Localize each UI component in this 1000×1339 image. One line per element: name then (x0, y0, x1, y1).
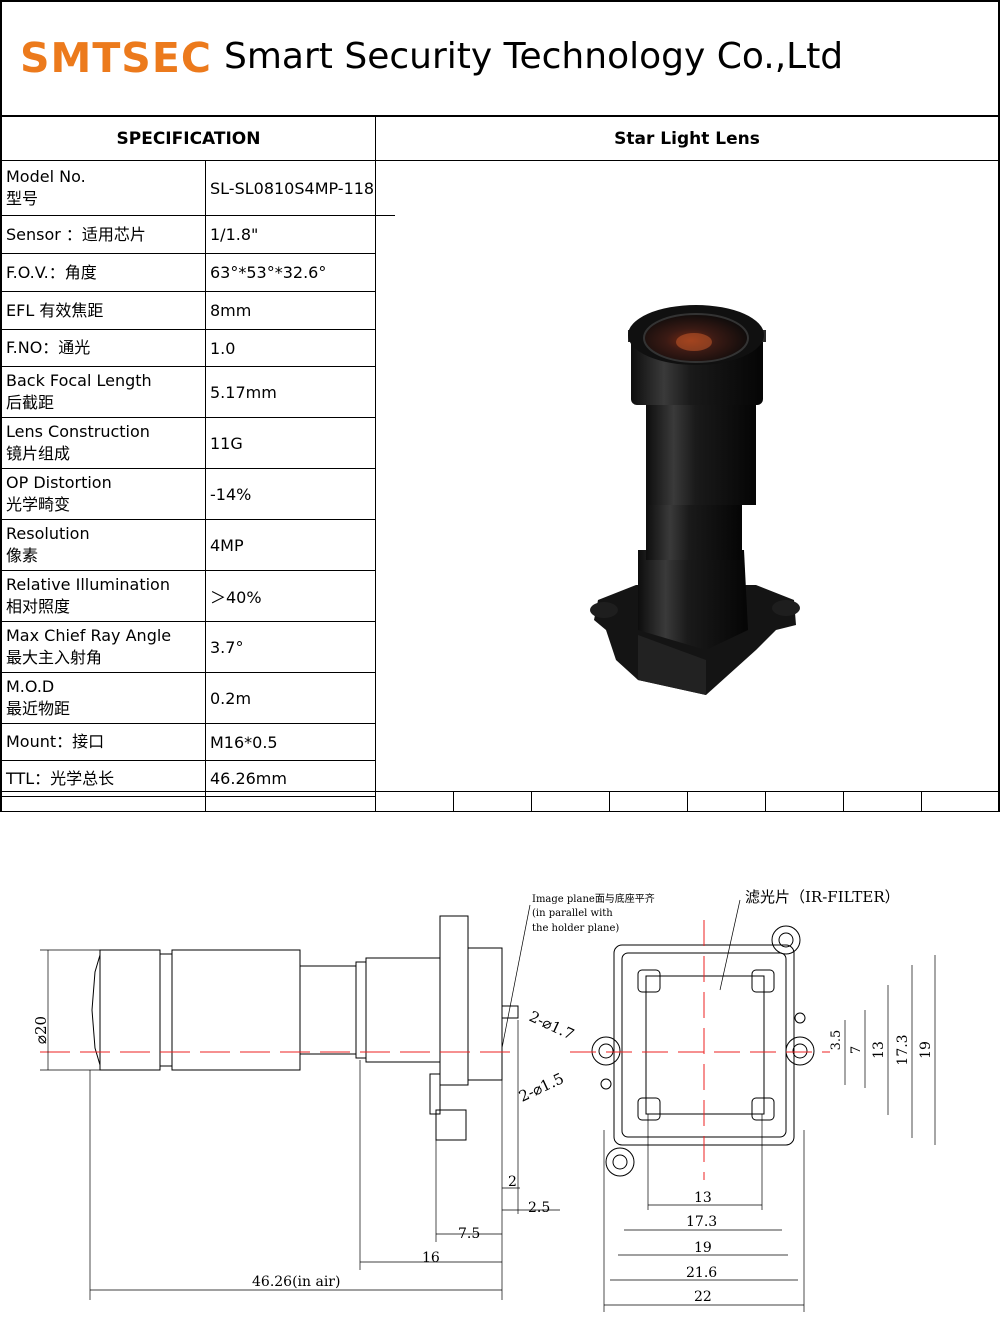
footer-cell (921, 791, 1000, 812)
note-holder-plane: the holder plane) (532, 923, 619, 934)
technical-drawing: Image plane面与底座平齐 (in parallel with the … (32, 888, 936, 1312)
front-view (501, 899, 936, 1312)
spec-label: F.NO：通光 (0, 329, 206, 367)
spec-value: ＞40% (205, 570, 376, 622)
spec-label: Mount：接口 (0, 723, 206, 761)
spec-value: 4MP (205, 519, 376, 571)
spec-value: 11G (205, 417, 376, 469)
spec-label: Model No. 型号 (0, 160, 206, 216)
dim-w-17-3: 17.3 (686, 1214, 717, 1230)
spec-label: Lens Construction 镜片组成 (0, 417, 206, 469)
dim-h-7: 7 (849, 1046, 864, 1054)
spec-label-cn: 后截距 (6, 393, 55, 412)
dim-diameter: ⌀20 (32, 1016, 50, 1044)
spec-label: EFL 有效焦距 (0, 291, 206, 330)
spec-label-cn: 最近物距 (6, 699, 71, 718)
dim-h-17-3: 17.3 (895, 1034, 911, 1065)
lens-photo (590, 305, 800, 695)
spec-label-cn: 像素 (6, 546, 39, 565)
footer-cell (531, 791, 610, 812)
spec-label: Resolution 像素 (0, 519, 206, 571)
dim-7-5: 7.5 (458, 1226, 480, 1242)
spec-label-cn: 最大主入射角 (6, 648, 103, 667)
spec-label-cn: 型号 (6, 189, 39, 208)
dim-hole-1-7: 2-⌀1.7 (526, 1007, 577, 1043)
spec-label-en: Relative Illumination (6, 575, 170, 594)
spec-label-en: Mount：接口 (6, 732, 105, 751)
spec-value: M16*0.5 (205, 723, 376, 761)
spec-label-en: Model No. (6, 167, 86, 186)
spec-label: Relative Illumination 相对照度 (0, 570, 206, 622)
dim-w-19: 19 (694, 1240, 712, 1256)
dim-h-13: 13 (871, 1041, 887, 1059)
spec-value: 1.0 (205, 329, 376, 367)
dim-2-5: 2.5 (528, 1200, 550, 1216)
spec-value: SL-SL0810S4MP-118 (205, 160, 395, 216)
footer-cell (0, 791, 206, 812)
spec-label-cn: 镜片组成 (6, 444, 71, 463)
note-parallel: (in parallel with (532, 908, 613, 919)
company-name: Smart Security Technology Co.,Ltd (224, 36, 844, 77)
spec-label-en: M.O.D (6, 677, 55, 696)
spec-label-en: Sensor ：适用芯片 (6, 224, 146, 244)
footer-cell (453, 791, 532, 812)
spec-value: 8mm (205, 291, 376, 330)
product-heading: Star Light Lens (375, 116, 1000, 161)
spec-label-en: F.O.V.：角度 (6, 262, 97, 282)
spec-value: 0.2m (205, 672, 376, 724)
dim-w-21-6: 21.6 (686, 1265, 717, 1281)
dim-h-3-5: 3.5 (829, 1030, 844, 1051)
spec-label: F.O.V.：角度 (0, 253, 206, 292)
spec-label: Back Focal Length 后截距 (0, 366, 206, 418)
spec-label: Max Chief Ray Angle 最大主入射角 (0, 621, 206, 673)
dim-w-13: 13 (694, 1190, 712, 1206)
footer-cell (609, 791, 688, 812)
spec-value: 3.7° (205, 621, 376, 673)
spec-label: OP Distortion 光学畸变 (0, 468, 206, 520)
spec-label: M.O.D 最近物距 (0, 672, 206, 724)
footer-cell (765, 791, 844, 812)
dim-w-22: 22 (694, 1289, 712, 1305)
spec-value: 5.17mm (205, 366, 376, 418)
spec-label-en: OP Distortion (6, 473, 112, 492)
side-view (40, 915, 560, 1300)
footer-cell (843, 791, 922, 812)
spec-value: -14% (205, 468, 376, 520)
spec-label-en: F.NO：通光 (6, 338, 91, 357)
filter-label: 滤光片（IR-FILTER） (745, 888, 900, 906)
footer-cell (205, 791, 376, 812)
spec-sheet: SMTSEC Smart Security Technology Co.,Ltd… (0, 0, 1000, 812)
spec-value: 63°*53°*32.6° (205, 253, 376, 292)
spec-label: Sensor ：适用芯片 (0, 215, 206, 254)
note-image-plane: Image plane面与底座平齐 (532, 892, 655, 905)
header: SMTSEC Smart Security Technology Co.,Ltd (0, 0, 1000, 116)
product-photo-cell (375, 160, 1000, 792)
spec-label-cn: 相对照度 (6, 597, 71, 616)
spec-label-en: Resolution (6, 524, 90, 543)
company-logo: SMTSEC (20, 34, 212, 82)
dim-hole-1-5: 2-⌀1.5 (516, 1069, 567, 1105)
spec-value: 1/1.8" (205, 215, 376, 254)
spec-label-en: TTL：光学总长 (6, 768, 115, 788)
spec-label-en: Lens Construction (6, 422, 150, 441)
dim-16: 16 (422, 1250, 440, 1266)
footer-cell (687, 791, 766, 812)
spec-label-cn: 光学畸变 (6, 495, 71, 514)
dim-h-19: 19 (918, 1041, 934, 1059)
dim-total-length: 46.26(in air) (252, 1274, 340, 1290)
spec-label-en: Back Focal Length (6, 371, 152, 390)
footer-cell (375, 791, 454, 812)
spec-label-en: EFL 有效焦距 (6, 300, 104, 320)
dim-2: 2 (508, 1174, 517, 1190)
spec-heading: SPECIFICATION (0, 116, 376, 161)
spec-label-en: Max Chief Ray Angle (6, 626, 172, 645)
